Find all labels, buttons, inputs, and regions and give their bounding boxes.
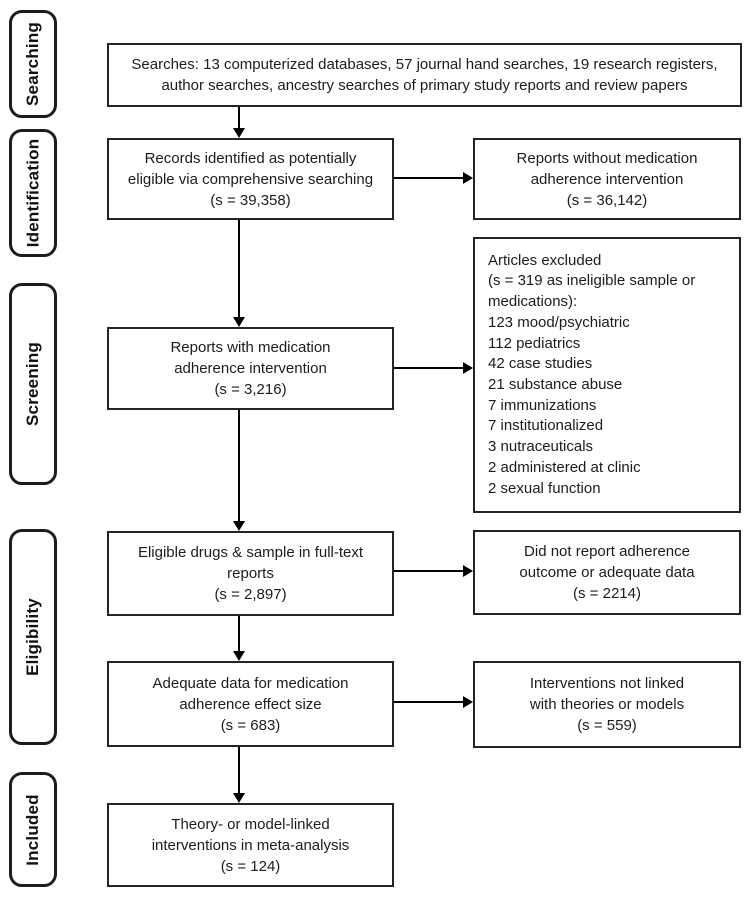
- records-identified-line: Records identified as potentially: [144, 149, 357, 167]
- arrow-right-head: [463, 565, 473, 577]
- did-not-report-box: Did not report adherence outcome or adeq…: [473, 530, 741, 615]
- arrow-reports-with-to-articles-excluded: [394, 362, 473, 374]
- adequate-data-count: (s = 683): [220, 716, 281, 734]
- eligible-drugs-box: Eligible drugs & sample in full-text rep…: [107, 531, 394, 616]
- stage-searching-label: Searching: [23, 22, 42, 106]
- reports-with-intervention-box: Reports with medication adherence interv…: [107, 327, 394, 410]
- articles-excluded-line: medications):: [488, 293, 578, 311]
- did-not-report-line: Did not report adherence: [524, 543, 690, 560]
- arrow-shaft: [394, 701, 465, 703]
- reports-without-intervention-line: adherence intervention: [530, 170, 684, 188]
- interventions-not-linked-line: Interventions not linked: [529, 675, 685, 692]
- stage-eligibility-label: Eligibility: [23, 598, 43, 676]
- stage-included: Included: [9, 772, 57, 887]
- reports-with-intervention-count: (s = 3,216): [214, 381, 287, 398]
- articles-excluded-item: 7 immunizations: [488, 396, 597, 414]
- eligible-drugs-line: reports: [227, 565, 274, 582]
- theory-linked-line: Theory- or model-linked: [171, 815, 330, 833]
- stage-searching: Searching: [9, 10, 57, 118]
- records-identified-line: eligible via comprehensive searching: [127, 170, 374, 188]
- arrow-right-head: [463, 696, 473, 708]
- arrow-down-head: [233, 651, 245, 661]
- adequate-data-line: adherence effect size: [179, 695, 322, 713]
- arrow-shaft: [238, 410, 240, 523]
- arrow-down-head: [233, 317, 245, 327]
- arrow-eligible-to-adequate: [233, 616, 245, 661]
- arrow-shaft: [394, 570, 465, 572]
- reports-with-intervention-line: Reports with medication: [170, 339, 331, 356]
- arrow-records-to-reports-without: [394, 172, 473, 184]
- reports-without-intervention-count: (s = 36,142): [566, 191, 648, 209]
- searches-box: Searches: 13 computerized databases, 57 …: [107, 43, 742, 107]
- arrow-shaft: [238, 220, 240, 319]
- stage-eligibility: Eligibility: [9, 529, 57, 745]
- arrow-eligible-to-did-not-report: [394, 565, 473, 577]
- stage-identification-label: Identification: [23, 138, 43, 248]
- reports-without-intervention-line: Reports without medication: [516, 149, 698, 167]
- did-not-report-line: outcome or adequate data: [519, 564, 695, 581]
- arrow-down-head: [233, 521, 245, 531]
- records-identified-box: Records identified as potentially eligib…: [107, 138, 394, 220]
- articles-excluded-title: Articles excluded: [488, 251, 602, 269]
- arrow-shaft: [238, 747, 240, 795]
- articles-excluded-item: 42 case studies: [488, 355, 593, 373]
- arrow-right-head: [463, 362, 473, 374]
- reports-without-intervention-box: Reports without medication adherence int…: [473, 138, 741, 220]
- articles-excluded-item: 2 sexual function: [488, 479, 601, 497]
- arrow-searches-to-records: [233, 107, 245, 138]
- arrow-adequate-to-theory: [233, 747, 245, 803]
- arrow-down-head: [233, 793, 245, 803]
- arrow-right-head: [463, 172, 473, 184]
- theory-linked-count: (s = 124): [220, 857, 281, 875]
- interventions-not-linked-line: with theories or models: [529, 696, 685, 713]
- arrow-shaft: [394, 177, 465, 179]
- stage-identification: Identification: [9, 129, 57, 257]
- records-identified-count: (s = 39,358): [210, 191, 291, 209]
- articles-excluded-item: 7 institutionalized: [488, 417, 604, 435]
- adequate-data-box: Adequate data for medication adherence e…: [107, 661, 394, 747]
- stage-included-label: Included: [23, 793, 42, 866]
- arrow-records-to-reports-with: [233, 220, 245, 327]
- arrow-adequate-to-interventions-not-linked: [394, 696, 473, 708]
- did-not-report-count: (s = 2214): [573, 585, 641, 602]
- theory-linked-box: Theory- or model-linked interventions in…: [107, 803, 394, 887]
- interventions-not-linked-box: Interventions not linked with theories o…: [473, 661, 741, 748]
- arrow-shaft: [238, 616, 240, 653]
- searches-box-line: author searches, ancestry searches of pr…: [161, 77, 688, 94]
- theory-linked-line: interventions in meta-analysis: [151, 836, 350, 854]
- articles-excluded-item: 123 mood/psychiatric: [488, 313, 630, 331]
- articles-excluded-line: (s = 319 as ineligible sample or: [488, 272, 696, 290]
- articles-excluded-box: Articles excluded (s = 319 as ineligible…: [473, 237, 741, 513]
- arrow-shaft: [394, 367, 465, 369]
- stage-screening-label: Screening: [23, 342, 42, 426]
- arrow-reports-with-to-eligible: [233, 410, 245, 531]
- arrow-down-head: [233, 128, 245, 138]
- articles-excluded-item: 21 substance abuse: [488, 376, 623, 393]
- interventions-not-linked-count: (s = 559): [577, 717, 637, 734]
- searches-box-line: Searches: 13 computerized databases, 57 …: [131, 56, 718, 73]
- arrow-shaft: [238, 107, 240, 130]
- adequate-data-line: Adequate data for medication: [152, 674, 349, 692]
- eligible-drugs-count: (s = 2,897): [214, 586, 287, 603]
- articles-excluded-item: 3 nutraceuticals: [488, 438, 594, 456]
- reports-with-intervention-line: adherence intervention: [174, 360, 327, 377]
- articles-excluded-item: 112 pediatrics: [488, 334, 581, 352]
- stage-screening: Screening: [9, 283, 57, 485]
- eligible-drugs-line: Eligible drugs & sample in full-text: [137, 544, 364, 561]
- articles-excluded-item: 2 administered at clinic: [488, 458, 641, 476]
